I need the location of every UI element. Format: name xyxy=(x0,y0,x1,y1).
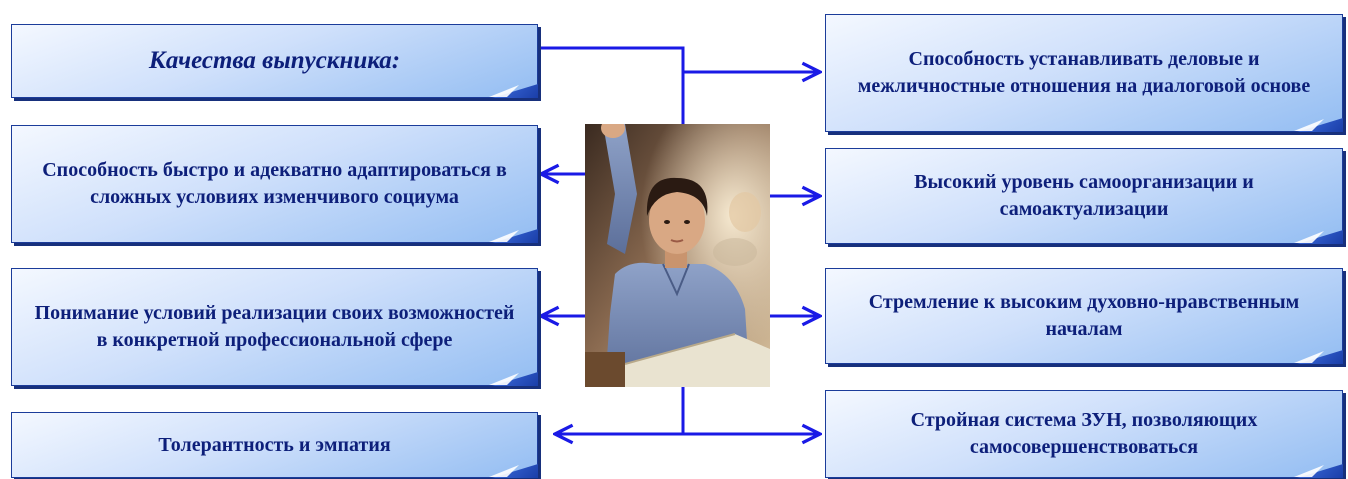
title-text: Качества выпускника: xyxy=(148,47,401,75)
right-quality-box-1: Способность устанавливать деловые и межл… xyxy=(825,14,1343,132)
student-photo-icon xyxy=(585,124,770,387)
left-quality-text-1: Способность быстро и адекватно адаптиров… xyxy=(42,159,507,208)
right-quality-box-2: Высокий уровень самоорганизации и самоак… xyxy=(825,148,1343,244)
left-quality-text-2: Понимание условий реализации своих возмо… xyxy=(34,302,515,351)
right-quality-text-3: Стремление к высоким духовно-нравственны… xyxy=(868,291,1300,340)
left-quality-box-2: Понимание условий реализации своих возмо… xyxy=(11,268,538,386)
left-quality-box-1: Способность быстро и адекватно адаптиров… xyxy=(11,125,538,243)
right-quality-text-2: Высокий уровень самоорганизации и самоак… xyxy=(914,171,1254,220)
left-quality-box-3: Толерантность и эмпатия xyxy=(11,412,538,478)
right-quality-box-3: Стремление к высоким духовно-нравственны… xyxy=(825,268,1343,364)
graduate-qualities-title: Качества выпускника: xyxy=(11,24,538,98)
right-quality-text-1: Способность устанавливать деловые и межл… xyxy=(857,48,1311,97)
right-quality-text-4: Стройная система ЗУН, позволяющих самосо… xyxy=(910,409,1258,458)
left-quality-text-3: Толерантность и эмпатия xyxy=(158,433,391,456)
title-connector xyxy=(538,46,685,126)
student-raising-hand-photo xyxy=(585,124,770,387)
right-quality-box-4: Стройная система ЗУН, позволяющих самосо… xyxy=(825,390,1343,478)
